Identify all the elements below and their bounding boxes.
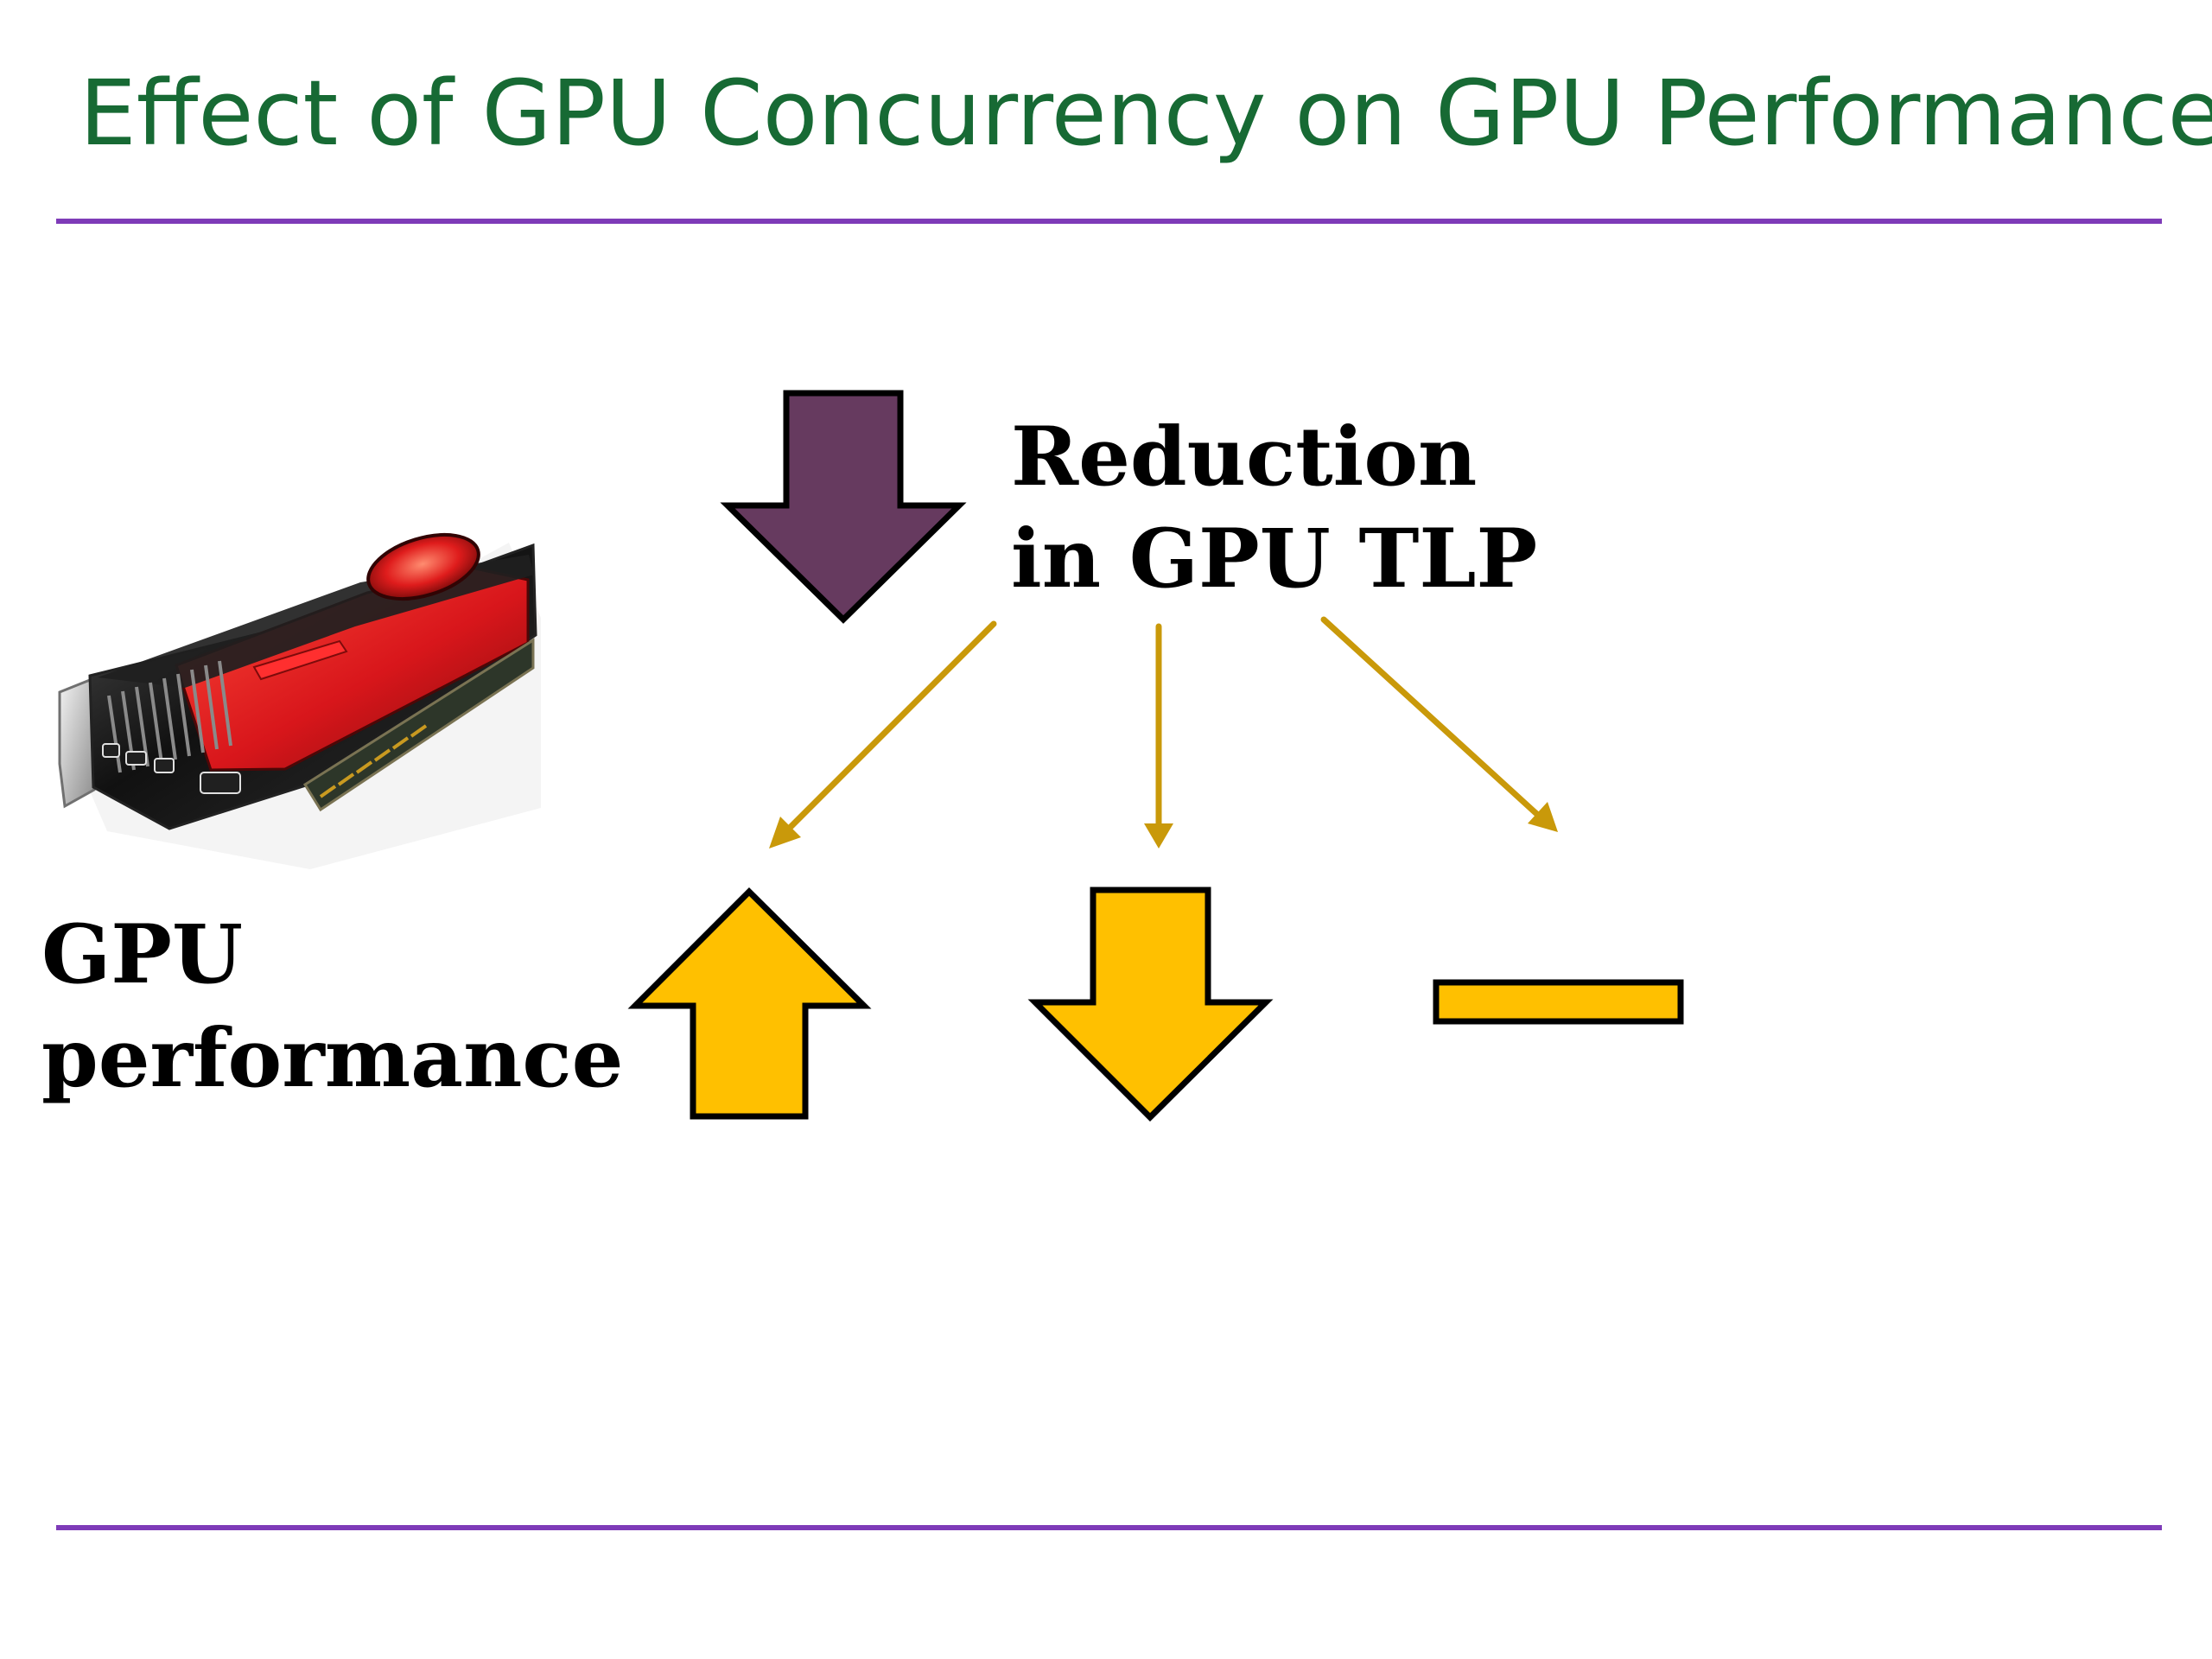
bottom-divider <box>56 1525 2162 1530</box>
gpu-performance-label-line-2: performance <box>41 1011 624 1106</box>
graphics-card-heatsink-fins <box>107 660 232 773</box>
graphics-card-fan <box>366 533 480 601</box>
top-divider <box>56 219 2162 224</box>
left-connector-arrow <box>777 620 997 841</box>
graphics-card-ports <box>102 743 241 794</box>
performance-decrease-down-arrow-icon <box>1027 887 1274 1122</box>
reduction-arrow-icon <box>720 390 967 624</box>
performance-increase-up-arrow-icon <box>627 887 872 1120</box>
connector-arrows <box>769 616 1558 849</box>
reduction-label-line-2: in GPU TLP <box>1011 512 1538 607</box>
left-connector-arrowhead-icon <box>769 817 801 849</box>
gpu-performance-label: GPU performance <box>41 903 624 1110</box>
middle-connector-arrowhead-icon <box>1144 823 1173 849</box>
graphics-card-bracket <box>58 676 96 809</box>
right-connector-arrow <box>1320 616 1545 822</box>
graphics-card-icon <box>58 533 541 869</box>
performance-no-change-minus-icon <box>1433 979 1684 1025</box>
graphics-card-red-logo <box>252 639 348 681</box>
right-connector-arrowhead-icon <box>1528 802 1558 832</box>
page-title: Effect of GPU Concurrency on GPU Perform… <box>79 60 2212 166</box>
graphics-card-gold-contacts <box>319 724 428 798</box>
gpu-performance-label-line-1: GPU <box>41 907 243 1002</box>
reduction-label-line-1: Reduction <box>1011 410 1478 505</box>
reduction-in-gpu-tlp-label: Reduction in GPU TLP <box>1011 406 1573 610</box>
